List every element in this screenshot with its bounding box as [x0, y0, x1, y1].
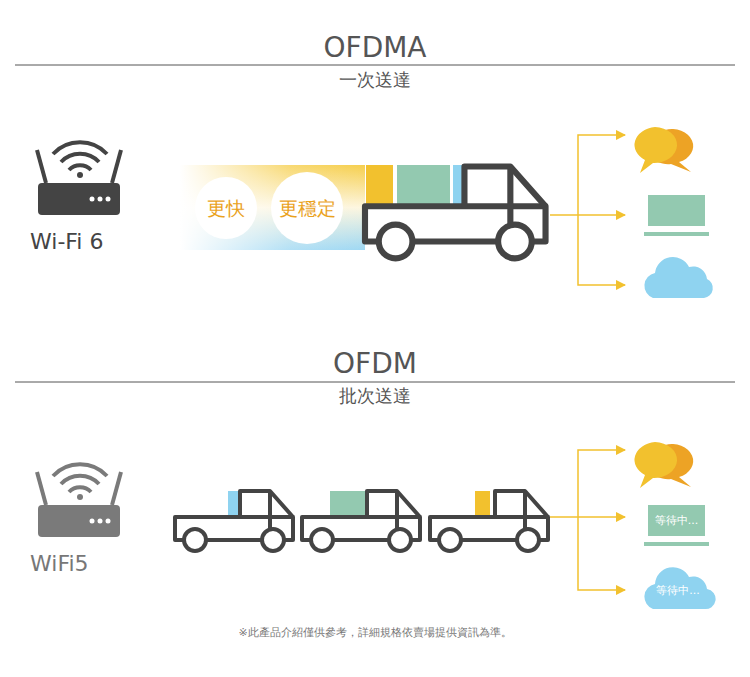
node-text: Wi-Fi 6	[30, 229, 103, 255]
node-text: 更快	[207, 197, 245, 220]
node-text: 更穩定	[279, 197, 336, 220]
router-icon: WiFi5	[25, 457, 135, 577]
section-subheading: 批次送達	[321, 386, 429, 407]
feature-bubble: 更快	[195, 177, 257, 239]
section-heading: OFDM	[315, 348, 435, 380]
feature-bubble: 更穩定	[271, 172, 343, 244]
disclaimer-caption: ※此產品介紹僅供參考，詳細規格依賣場提供資訊為準。	[238, 625, 511, 640]
laptop-icon: 等待中...	[648, 505, 705, 536]
section-heading: OFDMA	[305, 32, 444, 64]
router-icon: Wi-Fi 6	[25, 135, 135, 255]
node-text: 等待中...	[656, 584, 700, 597]
node-text: 等待中...	[655, 514, 699, 527]
node-text: WiFi5	[30, 551, 89, 577]
section-subheading: 一次送達	[321, 70, 429, 91]
cloud-icon: 等待中...	[638, 565, 718, 611]
